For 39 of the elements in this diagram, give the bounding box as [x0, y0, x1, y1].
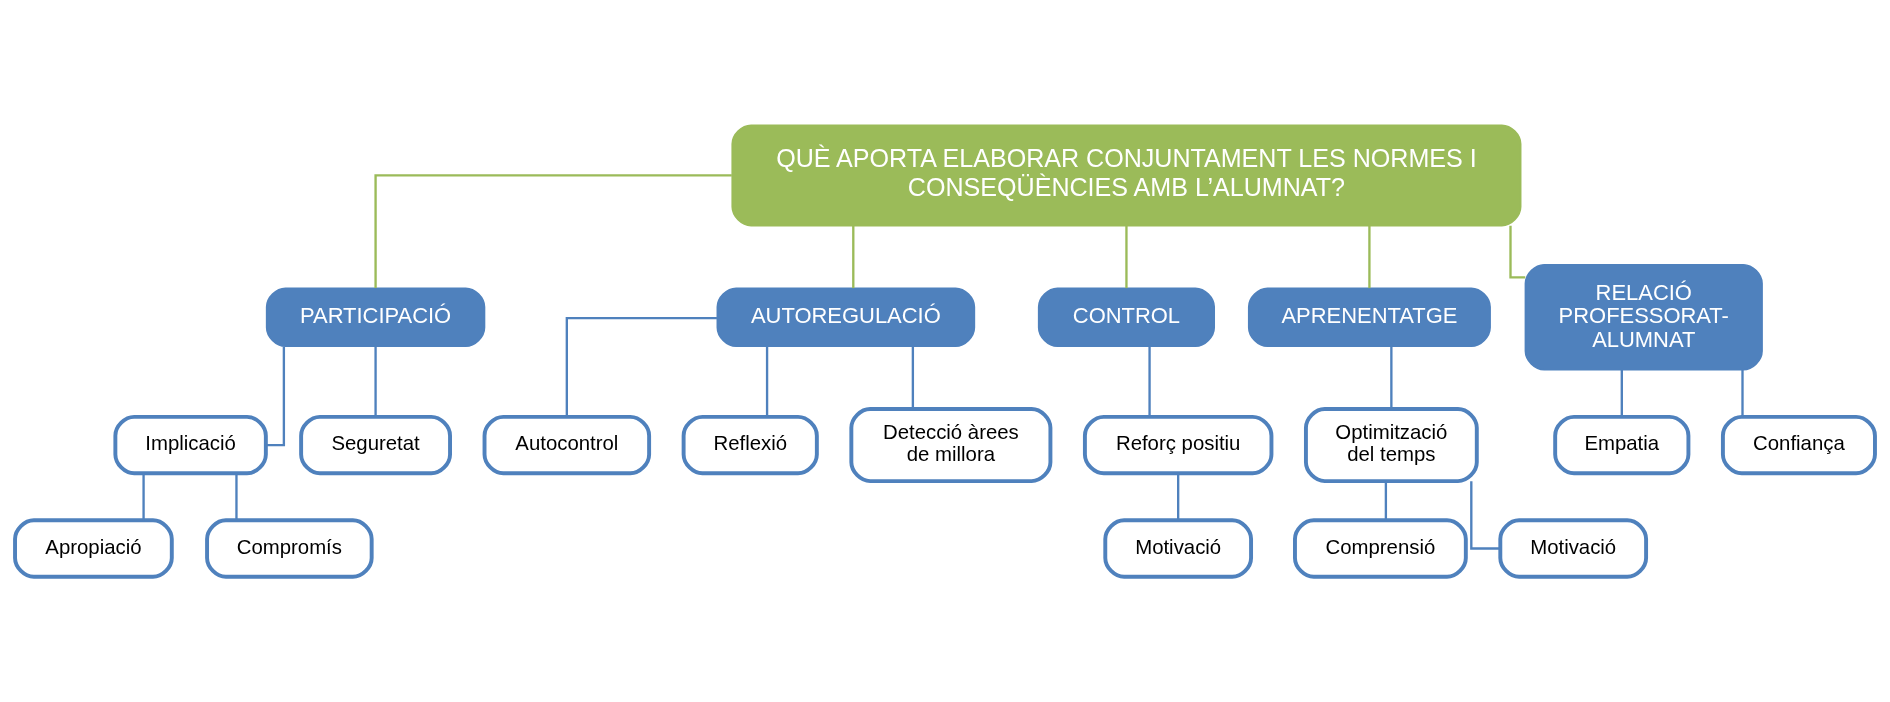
connector — [1390, 346, 1393, 409]
node-box: Empatia — [1553, 414, 1691, 476]
connector — [1620, 370, 1623, 417]
connector — [1509, 225, 1526, 279]
node-box: Detecció àrees de millora — [849, 407, 1053, 484]
node-box: Confiança — [1720, 414, 1877, 476]
connector — [565, 316, 717, 417]
node-box: PARTICIPACIÓ — [265, 287, 486, 348]
connector — [911, 346, 915, 409]
node-box: AUTOREGULACIÓ — [716, 287, 976, 348]
connector — [142, 473, 145, 521]
node-box: Implicació — [113, 414, 268, 476]
node-box: Reforç positiu — [1082, 414, 1274, 476]
node-box: Comprensió — [1293, 518, 1468, 579]
node-box: CONTROL — [1037, 287, 1215, 348]
connector — [1177, 473, 1180, 521]
node-box: RELACIÓ PROFESSORAT-ALUMNAT — [1524, 264, 1763, 371]
connector — [374, 174, 732, 288]
connector — [265, 346, 286, 447]
node-box: Autocontrol — [482, 414, 652, 476]
node-box: APRENENTATGE — [1247, 287, 1491, 348]
node-box: Motivació — [1103, 518, 1254, 579]
connector — [1368, 225, 1371, 289]
connector — [765, 346, 769, 417]
connector — [1741, 370, 1744, 417]
node-box: Apropiació — [13, 518, 174, 579]
node-box: Compromís — [205, 518, 374, 579]
node-box: Reflexió — [681, 414, 819, 476]
node-box: Seguretat — [299, 414, 452, 476]
connector — [852, 225, 855, 289]
connector — [374, 346, 377, 417]
connector — [1384, 481, 1388, 520]
connector — [1470, 481, 1501, 550]
node-box: Optimització del temps — [1303, 407, 1479, 484]
connector — [235, 473, 238, 521]
connector — [1148, 346, 1151, 417]
node-box: QUÈ APORTA ELABORAR CONJUNTAMENT LES NORMES I CONSEQÜÈNCIES AMB L’ALUMNAT? — [731, 124, 1522, 227]
node-box: Motivació — [1498, 518, 1649, 579]
connector — [1125, 225, 1128, 289]
